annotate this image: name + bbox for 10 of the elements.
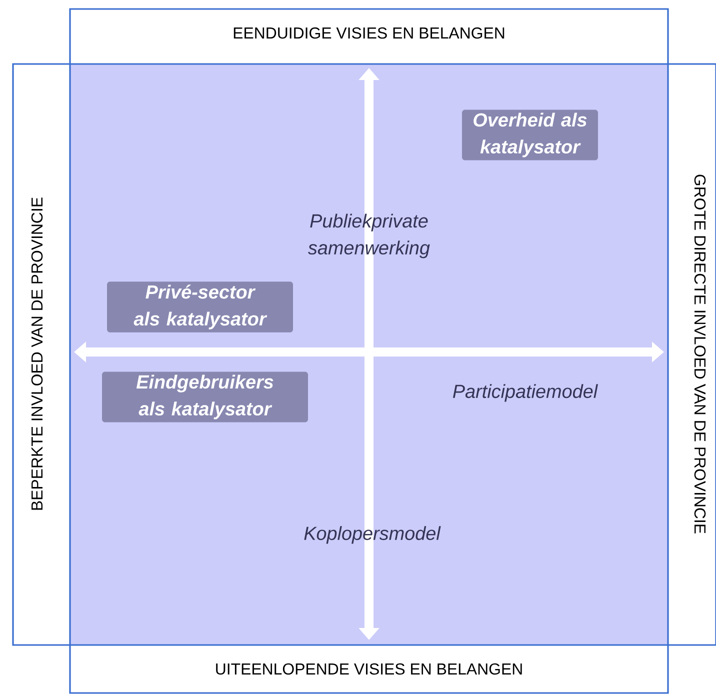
- axis-label: EENDUIDIGE VISIES EN BELANGEN: [234, 27, 504, 39]
- axis-label: GROTE DIRECTE INVLOED VAN DE PROVINCIE: [694, 174, 706, 534]
- quadrant-label: Privé-sector als katalysator: [107, 282, 293, 332]
- quadrant-label: Eindgebruikers als katalysator: [102, 372, 308, 422]
- quadrant-label: Overheid als katalysator: [462, 110, 598, 160]
- quadrant-label: Participatiemodel: [452, 384, 598, 402]
- quadrant-label: Publiekprivate samenwerking: [308, 214, 430, 258]
- axis-label: BEPERKTE INVLOED VAN DE PROVINCIE: [31, 198, 43, 510]
- axis-label: UITEENLOPENDE VISIES EN BELANGEN: [216, 663, 522, 675]
- quadrant-label: Koplopersmodel: [304, 526, 441, 544]
